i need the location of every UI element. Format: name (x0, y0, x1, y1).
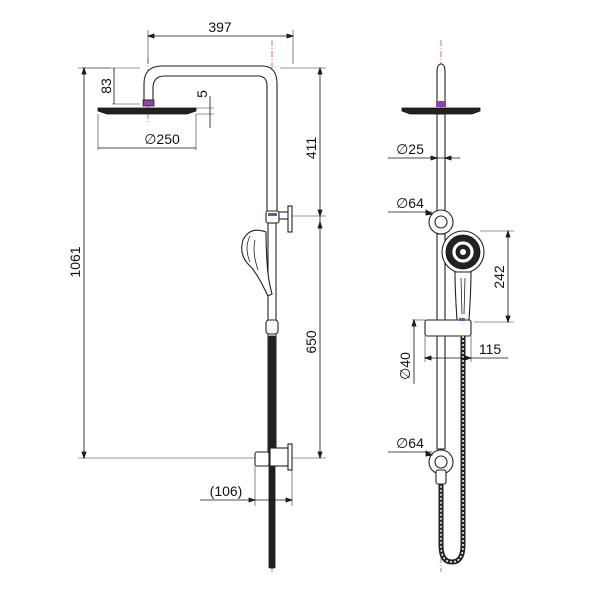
arrow-242-bottom (505, 315, 511, 324)
arrow-411-bottom (317, 209, 323, 218)
arrow-1061-top (81, 66, 87, 75)
arrow-650-bottom (317, 451, 323, 460)
head-connector-outline (142, 99, 155, 107)
arrow-106-left (248, 497, 257, 503)
wall-bracket-bottom (269, 447, 291, 467)
arrow-25-left (430, 155, 439, 161)
arrow-115-left (423, 355, 432, 361)
diverter-accent (268, 213, 277, 216)
head-connector (143, 100, 154, 106)
bracket-plate-bottom (287, 443, 293, 471)
front-bracket-bottom-inner (434, 455, 448, 469)
diverter-lever (287, 205, 293, 233)
front-hose-texture (440, 336, 464, 563)
slide-holder (265, 319, 279, 335)
arrow-650-top (317, 220, 323, 229)
shower-head-front (401, 107, 481, 115)
shower-head-side (97, 107, 197, 115)
arrow-1061-bottom (81, 451, 87, 460)
front-elevation-view: ∅25 ∅64 242 ∅40 115 ∅64 (388, 40, 514, 572)
dim-bracket-diameter-top: ∅64 (396, 195, 424, 211)
front-head-connector (436, 101, 446, 107)
dim-lower-pipe: 650 (303, 330, 319, 354)
dim-pipe-diameter: ∅25 (396, 141, 424, 157)
arrow-106-right (285, 497, 294, 503)
arrow-64-bottom (425, 450, 434, 457)
front-upper-pipe (436, 113, 446, 215)
dim-upper-pipe: 411 (303, 137, 319, 160)
dim-handshower-height: 242 (491, 265, 507, 289)
dim-head-height: 83 (98, 78, 114, 94)
wall-outlet (254, 451, 270, 467)
arrow-242-top (505, 229, 511, 238)
arrow-64-top (425, 209, 434, 216)
hand-shower-center (460, 249, 466, 255)
dim-head-diameter: ∅250 (144, 131, 180, 147)
hand-shower-handle-groove (460, 277, 466, 315)
dim-holder-diameter: ∅40 (397, 352, 413, 380)
arrow-25-right (443, 155, 452, 161)
hand-shower-handle (454, 271, 472, 321)
dim-head-thickness: 5 (194, 90, 210, 98)
front-slide-holder (424, 319, 472, 337)
arrow-411-top (317, 66, 323, 75)
arrow-115-right (464, 355, 473, 361)
dim-outlet-offset: (106) (210, 483, 243, 499)
front-lower-pipe (436, 233, 446, 450)
dim-overall-height: 1061 (67, 246, 83, 277)
front-bracket-top-inner (434, 215, 448, 229)
arrow-397-left (146, 33, 155, 39)
hand-shower-side (241, 229, 273, 297)
front-arm-top (436, 63, 446, 105)
hand-shower-face (246, 235, 259, 271)
front-outlet-nut (435, 469, 447, 485)
dim-holder-projection: 115 (479, 341, 502, 357)
diverter (265, 210, 280, 224)
dim-bracket-diameter-bottom: ∅64 (396, 435, 424, 451)
arrow-40-top (411, 318, 417, 327)
side-elevation-view: 397 83 5 ∅250 1061 411 65 (67, 19, 326, 572)
front-slide-holder-accent (459, 318, 465, 321)
dim-arm-length: 397 (208, 19, 232, 35)
arrow-397-right (286, 33, 295, 39)
